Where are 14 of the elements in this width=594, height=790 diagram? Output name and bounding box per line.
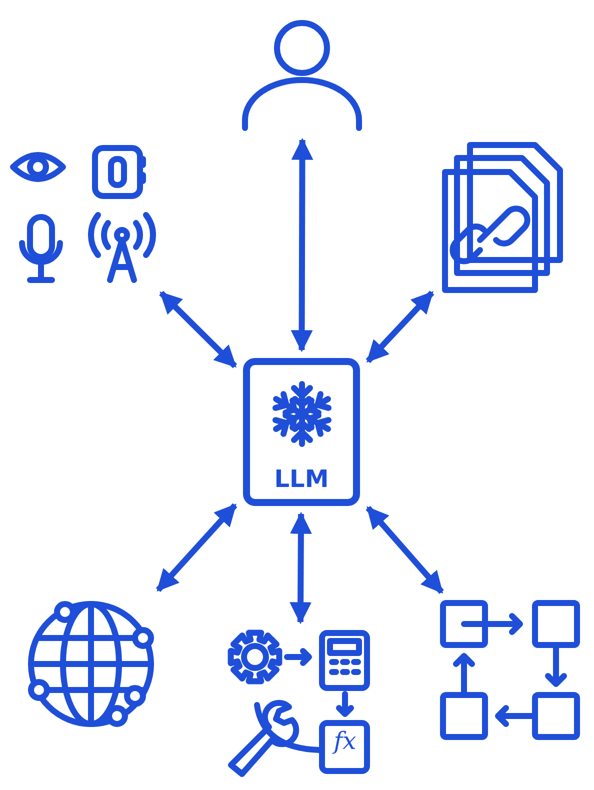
sensors-drawing	[10, 145, 155, 285]
arrow	[366, 290, 434, 364]
arrow	[159, 290, 238, 368]
function-symbol: fx	[331, 727, 358, 755]
arrow	[156, 503, 238, 592]
model-box	[243, 358, 360, 506]
arrow	[366, 506, 444, 594]
arrow	[290, 138, 314, 352]
globe-icon	[25, 598, 157, 730]
arrow	[290, 512, 312, 624]
linked-documents-icon	[440, 140, 565, 295]
flow-chart-icon	[440, 600, 580, 740]
model-label: LLM	[273, 465, 330, 493]
person-icon	[240, 20, 365, 132]
